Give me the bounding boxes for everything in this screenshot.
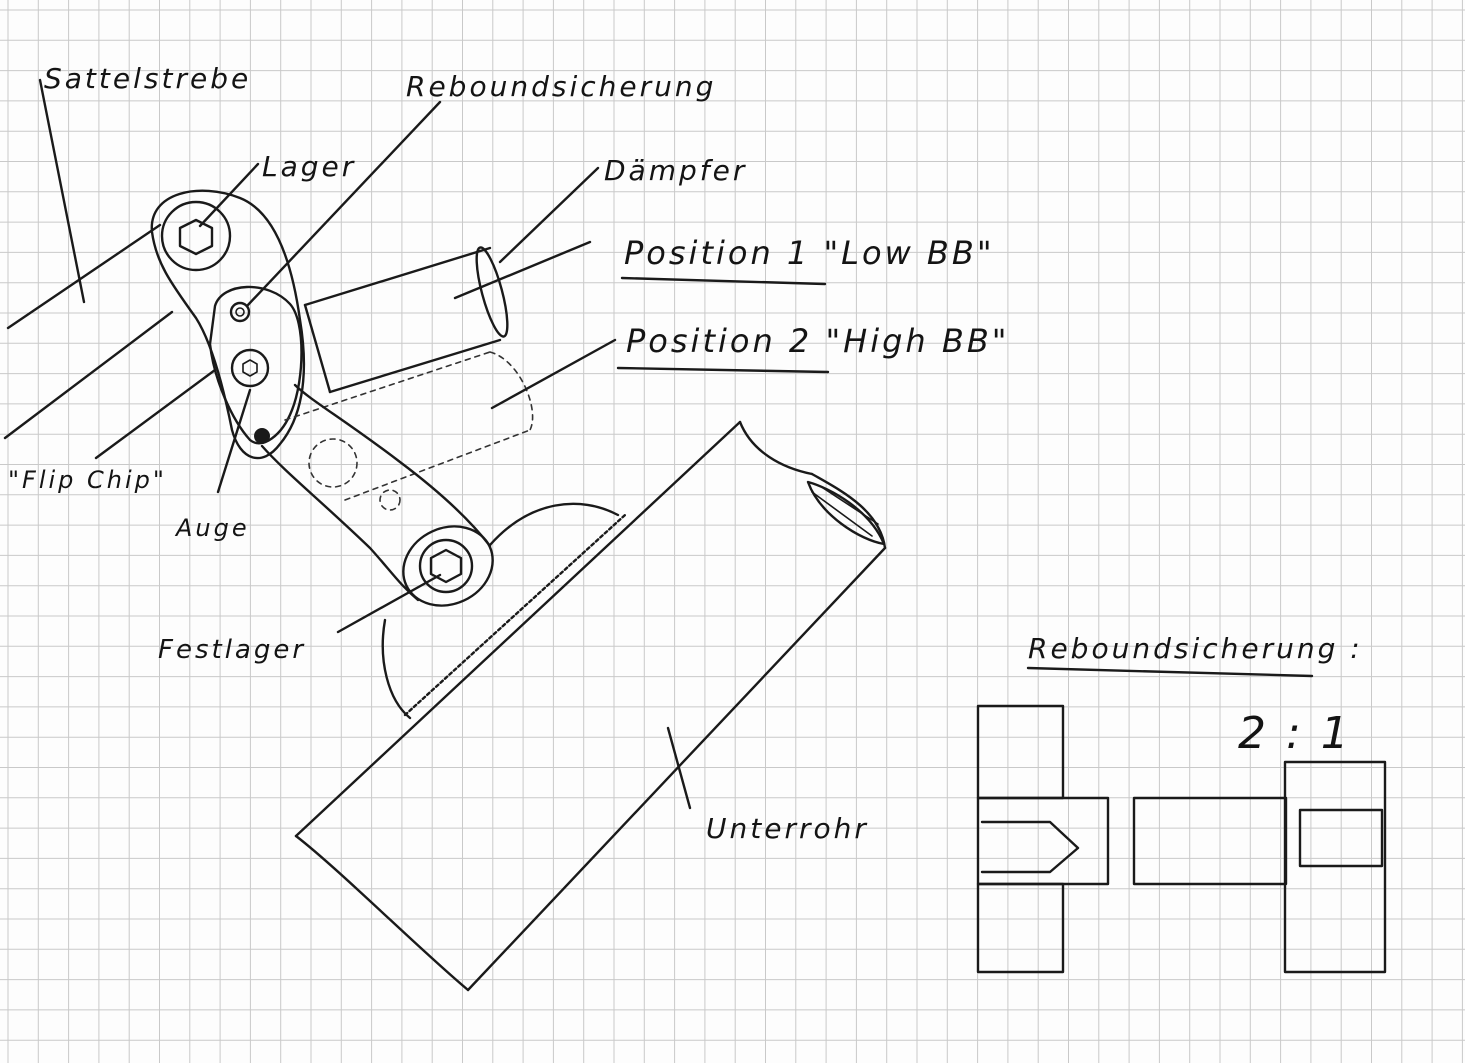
hatched-section-left [976,796,1110,886]
rocker-link [150,189,306,460]
label-auge: Auge [174,514,250,542]
bearing-hex-bolt-icon [178,218,214,256]
label-daempfer: Dämpfer [604,154,747,187]
label-unterrohr: Unterrohr [706,812,869,845]
label-reboundsicherung-detail: Reboundsicherung : [1028,632,1363,665]
rebound-safety-detail [976,704,1387,974]
seat-stay [3,78,174,440]
label-sattelstrebe: Sattelstrebe [44,62,251,95]
weld-gusset [381,502,627,720]
flip-chip [208,285,303,445]
leader-lines [94,100,617,634]
main-bearing [160,200,232,272]
label-position-2: Position 2 "High BB" [626,322,1010,360]
fixed-bearing [402,525,494,607]
hatched-section-middle [1132,796,1288,886]
fixed-bearing-bolt-icon [429,548,463,584]
flip-chip-hole [254,428,270,444]
label-reboundsicherung: Reboundsicherung [406,70,716,103]
label-lager: Lager [262,150,356,183]
rebound-safety-pin [229,301,251,323]
label-underlines [616,276,1314,678]
damper-position-2 [284,351,534,501]
label-position-1: Position 1 "Low BB" [624,234,995,272]
label-festlager: Festlager [158,635,306,665]
down-tube [294,420,887,992]
shock-eye [230,348,270,388]
lower-link [260,383,492,602]
labels: Sattelstrebe Reboundsicherung Lager Dämp… [8,62,1363,845]
label-flip-chip: "Flip Chip" [8,466,167,494]
label-scale: 2 : 1 [1238,708,1352,759]
damper-position-1 [303,246,509,394]
